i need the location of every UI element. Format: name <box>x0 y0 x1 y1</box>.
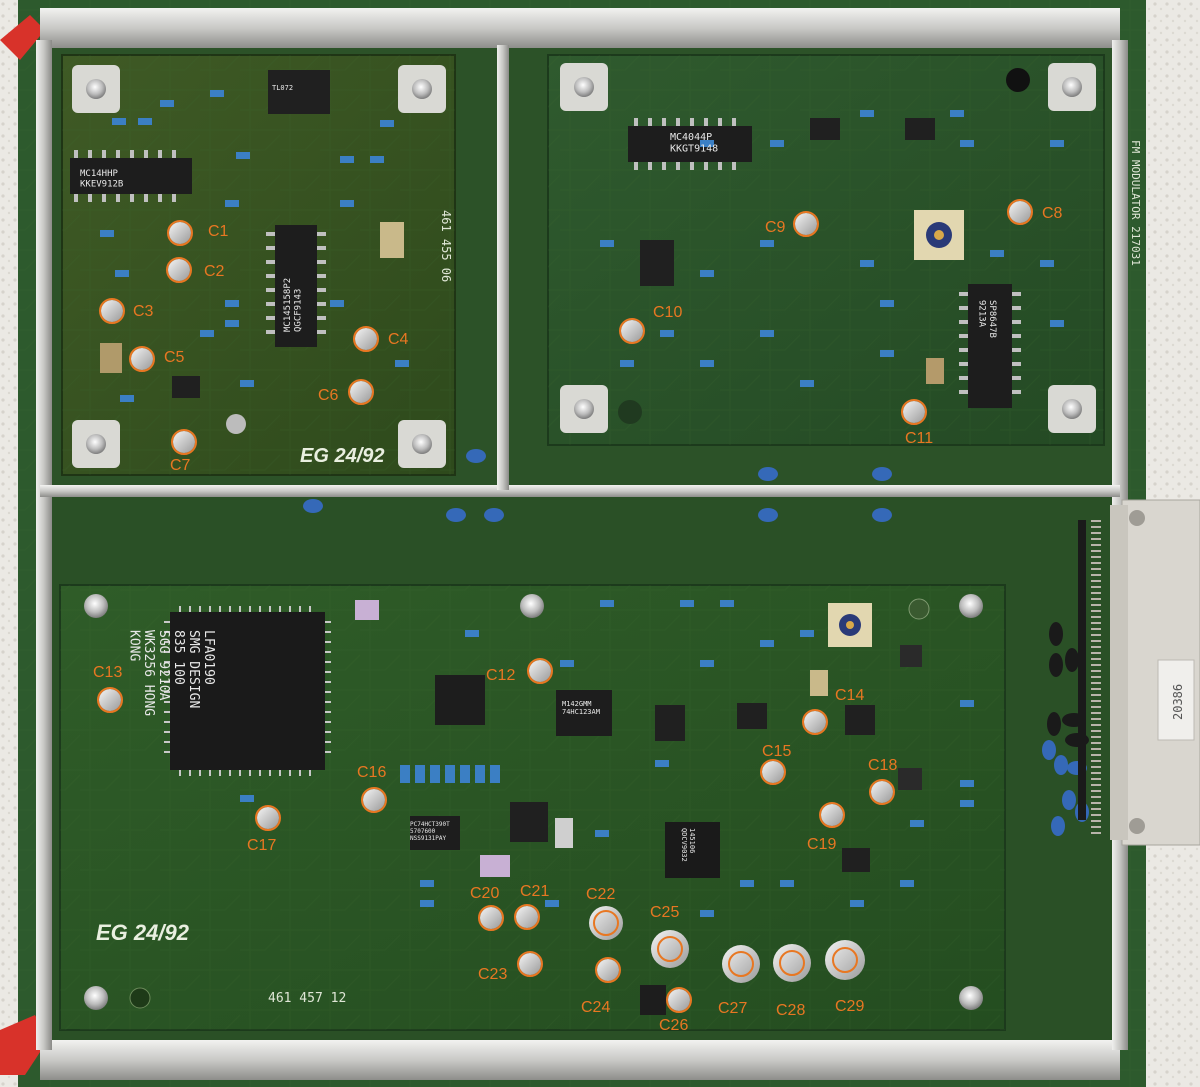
capacitor-label: C16 <box>357 764 387 781</box>
capacitor-label: C5 <box>164 349 185 366</box>
red-clip-top <box>0 15 45 60</box>
capacitor-label: C21 <box>520 883 550 900</box>
capacitor-label: C24 <box>581 999 611 1016</box>
capacitor-label: C22 <box>586 886 616 903</box>
capacitor-ring <box>901 399 927 425</box>
capacitor-label: C7 <box>170 457 191 474</box>
chip-u-b-main: LFA0190SMG DESIGN835 100SGG 9210AWK3256 … <box>126 630 216 716</box>
capacitor-ring <box>619 318 645 344</box>
screws <box>72 63 1096 1010</box>
chip-u-b-4: 145106QDCV9032 <box>680 828 696 862</box>
capacitor-label: C15 <box>762 743 792 760</box>
capacitor-label: C23 <box>478 966 508 983</box>
capacitor-ring <box>514 904 540 930</box>
rail-top <box>40 8 1120 48</box>
silkscreen: EG 24/92 461 455 06 EG 24/92 461 457 12 … <box>96 140 1185 1006</box>
capacitor-ring <box>171 429 197 455</box>
capacitor-ring <box>1007 199 1033 225</box>
silk-connector-tag: 20386 <box>1171 684 1185 720</box>
capacitor-ring <box>97 687 123 713</box>
capacitor-label: C28 <box>776 1002 806 1019</box>
silk-eg-top: EG 24/92 <box>300 445 385 467</box>
rail-mid-v <box>497 45 509 490</box>
capacitor-label: C8 <box>1042 205 1063 222</box>
right-black-parts <box>1047 520 1089 820</box>
capacitor-ring <box>793 211 819 237</box>
ics-top-right <box>618 68 1030 424</box>
chip-u-tl-2: MC145158P2QGCF9143 <box>283 278 303 332</box>
capacitor-ring <box>478 905 504 931</box>
capacitor-label: C27 <box>718 1000 748 1017</box>
capacitor-label: C11 <box>905 430 934 447</box>
capacitor-ring <box>657 936 683 962</box>
capacitor-label: C25 <box>650 904 680 921</box>
capacitor-ring <box>527 658 553 684</box>
capacitor-ring <box>760 759 786 785</box>
capacitor-ring <box>166 257 192 283</box>
rail-left <box>36 40 52 1050</box>
smd-parts <box>100 90 1064 917</box>
capacitor-label: C6 <box>318 387 339 404</box>
capacitor-ring <box>819 802 845 828</box>
rail-mid-h <box>40 485 1120 497</box>
silk-eg-bottom: EG 24/92 <box>96 920 190 945</box>
capacitor-ring <box>728 951 754 977</box>
capacitor-ring <box>779 950 805 976</box>
capacitor-ring <box>353 326 379 352</box>
capacitor-label: C20 <box>470 885 500 902</box>
capacitor-ring <box>517 951 543 977</box>
capacitor-label: C12 <box>486 667 516 684</box>
capacitor-label: C26 <box>659 1017 689 1034</box>
silk-board-side: FM MODULATOR 217031 <box>1129 140 1142 266</box>
capacitor-label: C19 <box>807 836 837 853</box>
capacitor-label: C29 <box>835 998 865 1015</box>
ics-top-left <box>70 70 404 434</box>
capacitor-ring <box>99 298 125 324</box>
silk-part-top: 461 455 06 <box>439 210 453 282</box>
capacitor-label: C4 <box>388 331 409 348</box>
capacitor-ring <box>129 346 155 372</box>
capacitor-label: C10 <box>653 304 683 321</box>
capacitor-ring <box>869 779 895 805</box>
capacitor-ring <box>593 910 619 936</box>
capacitor-label: C17 <box>247 837 277 854</box>
capacitor-label: C18 <box>868 757 898 774</box>
capacitor-ring <box>832 947 858 973</box>
capacitor-label: C3 <box>133 303 154 320</box>
ics-bottom <box>170 600 922 1015</box>
chip-u-tl-3: TL072 <box>272 84 293 92</box>
rail-bottom <box>40 1040 1120 1080</box>
capacitor-ring <box>255 805 281 831</box>
capacitor-label: C14 <box>835 687 865 704</box>
capacitor-ring <box>666 987 692 1013</box>
capacitor-ring <box>595 957 621 983</box>
capacitor-label: C9 <box>765 219 786 236</box>
capacitor-ring <box>167 220 193 246</box>
chip-u-tr-2: SP8647B9213A <box>977 300 997 338</box>
capacitor-label: C13 <box>93 664 123 681</box>
edge-connector <box>1091 499 1200 846</box>
capacitor-label: C2 <box>204 263 225 280</box>
capacitor-ring <box>348 379 374 405</box>
capacitor-ring <box>361 787 387 813</box>
silk-part-bottom: 461 457 12 <box>268 991 346 1006</box>
capacitor-ring <box>802 709 828 735</box>
capacitor-label: C1 <box>208 223 229 240</box>
